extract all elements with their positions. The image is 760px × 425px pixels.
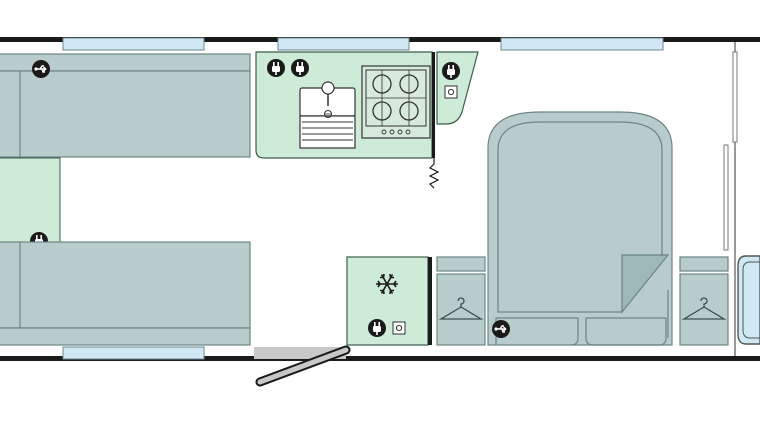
- bed-cover-fold: [621, 254, 670, 314]
- heater-icon: [428, 158, 440, 189]
- wardrobe-left-shelf: [436, 256, 486, 272]
- window-top-1: [62, 37, 205, 51]
- front-table: [0, 157, 61, 243]
- window-bottom-1: [62, 346, 205, 360]
- hob-icon: [361, 65, 431, 139]
- basin-icon[interactable]: [737, 255, 760, 345]
- lounge-seat-upper: [0, 70, 251, 158]
- switch-icon: [392, 321, 406, 335]
- window-top-2: [277, 37, 410, 51]
- kitchen-side-wall: [432, 52, 435, 158]
- mains-socket-icon: [442, 62, 460, 80]
- washroom-wall-upper: [732, 51, 738, 143]
- usb-icon: [31, 59, 51, 79]
- fridge-side-wall: [428, 257, 432, 345]
- fridge-unit: [346, 256, 429, 346]
- mains-socket-icon: [368, 319, 386, 337]
- mains-socket-icon: [267, 59, 285, 77]
- wardrobe-left[interactable]: [436, 273, 486, 346]
- outer-wall-bottom: [0, 356, 760, 361]
- wardrobe-right[interactable]: [679, 273, 729, 346]
- bed: [487, 111, 673, 346]
- washroom-partition: [723, 144, 729, 251]
- switch-icon: [444, 85, 458, 99]
- lounge-seat-back-lower: [0, 327, 251, 346]
- usb-icon: [491, 319, 511, 339]
- snowflake-icon: [376, 273, 398, 295]
- sink-icon: [299, 81, 356, 149]
- lounge-seat-lower: [0, 241, 251, 329]
- entrance-door[interactable]: [255, 345, 351, 387]
- mains-socket-icon: [291, 59, 309, 77]
- window-top-3: [500, 37, 664, 51]
- wardrobe-right-shelf: [679, 256, 729, 272]
